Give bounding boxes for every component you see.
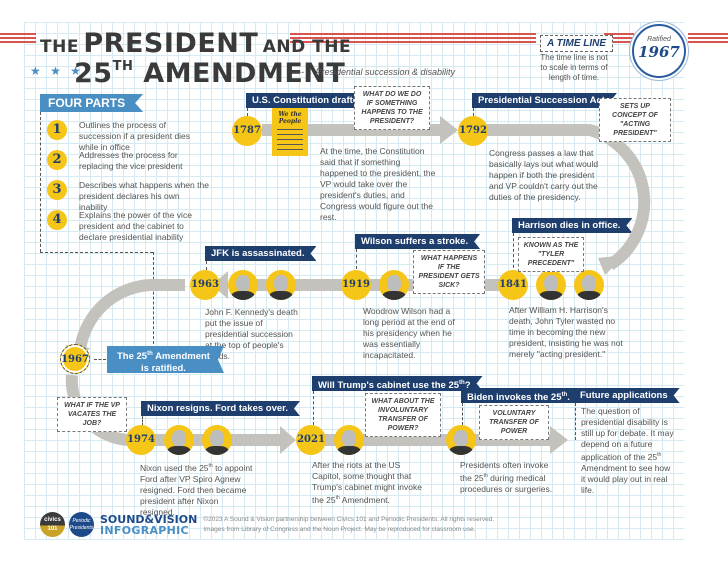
part-item-2: 2 Addresses the process for replacing th… bbox=[47, 150, 209, 172]
civics-101-logo: civics 101 bbox=[40, 512, 65, 537]
banner-connector bbox=[142, 416, 143, 426]
periodic-presidents-logo: Periodic Presidents bbox=[69, 512, 94, 537]
year-badge-1787: 1787 bbox=[232, 116, 262, 146]
note-bubble-biden: VOLUNTARY TRANSFER OF POWER bbox=[479, 405, 549, 440]
year-badge-1963: 1963 bbox=[190, 270, 220, 300]
note-bubble-1792: SETS UP CONCEPT OF "ACTING PRESIDENT" bbox=[599, 98, 671, 142]
part-number-badge: 2 bbox=[47, 150, 67, 170]
year-badge-2021: 2021 bbox=[296, 425, 326, 455]
nixon-portrait bbox=[164, 425, 194, 455]
banner-connector bbox=[473, 108, 474, 116]
banner-harrison-dies: Harrison dies in office. bbox=[512, 218, 632, 233]
tyler-portrait bbox=[574, 270, 604, 300]
copyright-text: ©2023 A Sound & Vision partnership betwe… bbox=[203, 515, 495, 533]
banner-connector bbox=[206, 261, 207, 270]
description-2021: After the riots at the US Capitol, some … bbox=[312, 460, 422, 505]
wilson-portrait bbox=[379, 270, 409, 300]
footer: civics 101 Periodic Presidents SOUND&VIS… bbox=[40, 512, 494, 537]
part-number-badge: 1 bbox=[47, 120, 67, 140]
banner-connector bbox=[247, 108, 248, 116]
part-number-badge: 3 bbox=[47, 180, 67, 200]
banner-biden-invokes: Biden invokes the 25th. bbox=[461, 388, 582, 403]
description-future: The question of presidential disability … bbox=[581, 406, 674, 495]
year-badge-1841: 1841 bbox=[498, 270, 528, 300]
note-bubble-1841: KNOWN AS THE "TYLER PRECEDENT" bbox=[518, 237, 584, 272]
question-bubble-2021: WHAT ABOUT THE INVOLUNTARY TRANSFER OF P… bbox=[365, 393, 441, 437]
subtitle: ----→ Presidential succession & disabili… bbox=[292, 67, 456, 77]
year-badge-1974: 1974 bbox=[126, 425, 156, 455]
page-title-line1: THE PRESIDENT AND THE bbox=[40, 28, 352, 59]
ford-portrait bbox=[202, 425, 232, 455]
four-parts-dashed-connector bbox=[40, 252, 153, 253]
four-parts-dashed-connector-down bbox=[153, 252, 154, 354]
four-parts-dashed-border bbox=[40, 112, 41, 252]
description-1792: Congress passes a law that basically lay… bbox=[489, 148, 599, 202]
banner-presidential-succession-act: Presidential Succession Act bbox=[472, 93, 617, 108]
banner-connector bbox=[513, 233, 514, 273]
banner-connector bbox=[313, 391, 314, 425]
header-stripes-right-a bbox=[604, 33, 634, 45]
description-biden: Presidents often invoke the 25th during … bbox=[460, 460, 553, 494]
question-bubble-1919: WHAT HAPPENS IF THE PRESIDENT GETS SICK? bbox=[413, 250, 485, 294]
timeline-label: A TIME LINE bbox=[540, 35, 614, 52]
banner-nixon-resigns: Nixon resigns. Ford takes over. bbox=[141, 401, 300, 416]
harrison-portrait bbox=[536, 270, 566, 300]
part-item-1: 1 Outlines the process of succession if … bbox=[47, 120, 209, 153]
part-item-4: 4 Explains the power of the vice preside… bbox=[47, 210, 209, 243]
kennedy-portrait bbox=[228, 270, 258, 300]
banner-trump-cabinet: Will Trump's cabinet use the 25th? bbox=[312, 376, 483, 391]
constitution-document-icon: We the People bbox=[272, 108, 308, 156]
timeline-note: The time line is not to scale in terms o… bbox=[540, 53, 608, 82]
four-parts-heading: FOUR PARTS bbox=[40, 94, 143, 112]
header-stripes-middle bbox=[290, 33, 536, 45]
johnson-portrait bbox=[266, 270, 296, 300]
banner-jfk-assassinated: JFK is assassinated. bbox=[205, 246, 316, 261]
banner-constitution-drafted: U.S. Constitution drafted bbox=[246, 93, 376, 108]
sound-vision-brand: SOUND&VISION INFOGRAPHIC bbox=[100, 512, 198, 537]
description-1787: At the time, the Constitution said that … bbox=[320, 146, 436, 222]
year-badge-1792: 1792 bbox=[458, 116, 488, 146]
connector-1967 bbox=[94, 359, 106, 360]
banner-connector bbox=[356, 249, 357, 269]
header-stripes-right-b bbox=[688, 33, 728, 45]
year-badge-1919: 1919 bbox=[341, 270, 371, 300]
biden-portrait bbox=[446, 425, 476, 455]
banner-connector bbox=[462, 403, 463, 425]
banner-connector bbox=[575, 403, 576, 440]
header-stripes-left bbox=[0, 33, 36, 45]
question-bubble-1787: WHAT DO WE DO IF SOMETHING HAPPENS TO TH… bbox=[354, 86, 430, 130]
question-bubble-vp-vacates: WHAT IF THE VP VACATES THE JOB? bbox=[57, 397, 127, 432]
part-number-badge: 4 bbox=[47, 210, 67, 230]
stars-icon: ★ ★ ★ bbox=[30, 64, 84, 78]
description-1841: After William H. Harrison's death, John … bbox=[509, 305, 623, 359]
banner-amendment-ratified: The 25th Amendment is ratified. bbox=[107, 346, 224, 373]
banner-wilson-stroke: Wilson suffers a stroke. bbox=[355, 234, 480, 249]
page-title-line2: 25TH AMENDMENT bbox=[74, 58, 346, 89]
trump-portrait bbox=[334, 425, 364, 455]
banner-future-applications: Future applications bbox=[574, 388, 680, 403]
description-1919: Woodrow Wilson had a long period at the … bbox=[363, 306, 455, 360]
year-badge-1967: 1967 bbox=[60, 344, 90, 374]
part-item-3: 3 Describes what happens when the presid… bbox=[47, 180, 209, 213]
description-1974: Nixon used the 25th to appoint Ford afte… bbox=[140, 462, 253, 517]
ratified-seal-badge: Ratified 1967 bbox=[632, 24, 686, 78]
